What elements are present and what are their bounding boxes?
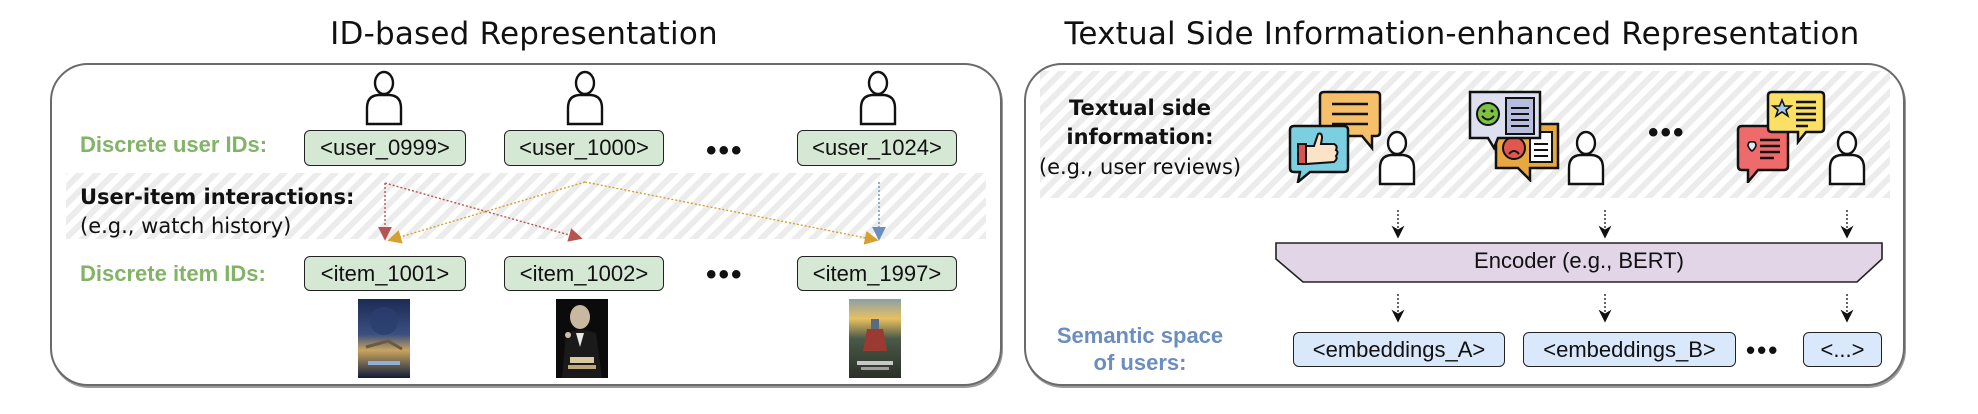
left-panel-title: ID-based Representation: [330, 16, 718, 52]
embedding-box: <embeddings_A>: [1293, 332, 1505, 367]
interactions-example: (e.g., watch history): [80, 214, 292, 238]
discrete-item-ids-label: Discrete item IDs:: [80, 261, 266, 286]
textual-side-info-label-line2: information:: [1066, 125, 1214, 149]
arrow-to-encoder: [1391, 210, 1854, 239]
item-id-box: <item_1001>: [304, 256, 466, 291]
user-icon: [859, 70, 897, 126]
embedding-box: <...>: [1803, 332, 1882, 367]
ellipsis: •••: [706, 134, 744, 167]
interaction-edge-red: [378, 182, 583, 242]
user-icon: [566, 70, 604, 126]
semantic-space-label-line2: of users:: [1093, 350, 1187, 375]
discrete-user-ids-label: Discrete user IDs:: [80, 132, 268, 157]
ellipsis: •••: [1746, 335, 1780, 365]
ellipsis: •••: [706, 258, 744, 291]
emoji-feedback-review-icon: [1468, 90, 1560, 182]
item-id-box: <item_1002>: [504, 256, 664, 291]
interaction-band: [66, 173, 986, 239]
movie-poster-avatar: [358, 299, 410, 378]
arrow-to-embedding: [1391, 294, 1854, 323]
encoder-label: Encoder (e.g., BERT): [1474, 248, 1684, 273]
item-id-box: <item_1997>: [797, 256, 957, 291]
user-icon: [1378, 130, 1416, 186]
semantic-space-label-line1: Semantic space: [1056, 323, 1224, 348]
textual-side-info-label-line1: Textual side: [1069, 96, 1211, 120]
id-based-panel: [50, 63, 1002, 386]
user-icon: [1567, 130, 1605, 186]
encoder-block: [1275, 242, 1883, 283]
movie-poster-transformers: [849, 299, 901, 378]
user-id-box: <user_0999>: [304, 130, 466, 166]
ellipsis: •••: [1648, 116, 1686, 149]
interaction-edge-orange: [387, 181, 879, 245]
embedding-box: <embeddings_B>: [1523, 332, 1736, 367]
user-icon: [1828, 130, 1866, 186]
star-heart-review-icon: [1736, 90, 1826, 183]
thumbs-up-review-icon: [1288, 90, 1382, 183]
user-id-box: <user_1024>: [797, 130, 957, 166]
user-icon: [365, 70, 403, 126]
movie-poster-godfather: [556, 299, 608, 378]
user-item-interactions-label: User-item interactions:: [80, 185, 355, 209]
user-id-box: <user_1000>: [504, 130, 664, 166]
side-info-example: (e.g., user reviews): [1038, 155, 1242, 179]
right-panel-title: Textual Side Information-enhanced Repres…: [1064, 16, 1860, 52]
